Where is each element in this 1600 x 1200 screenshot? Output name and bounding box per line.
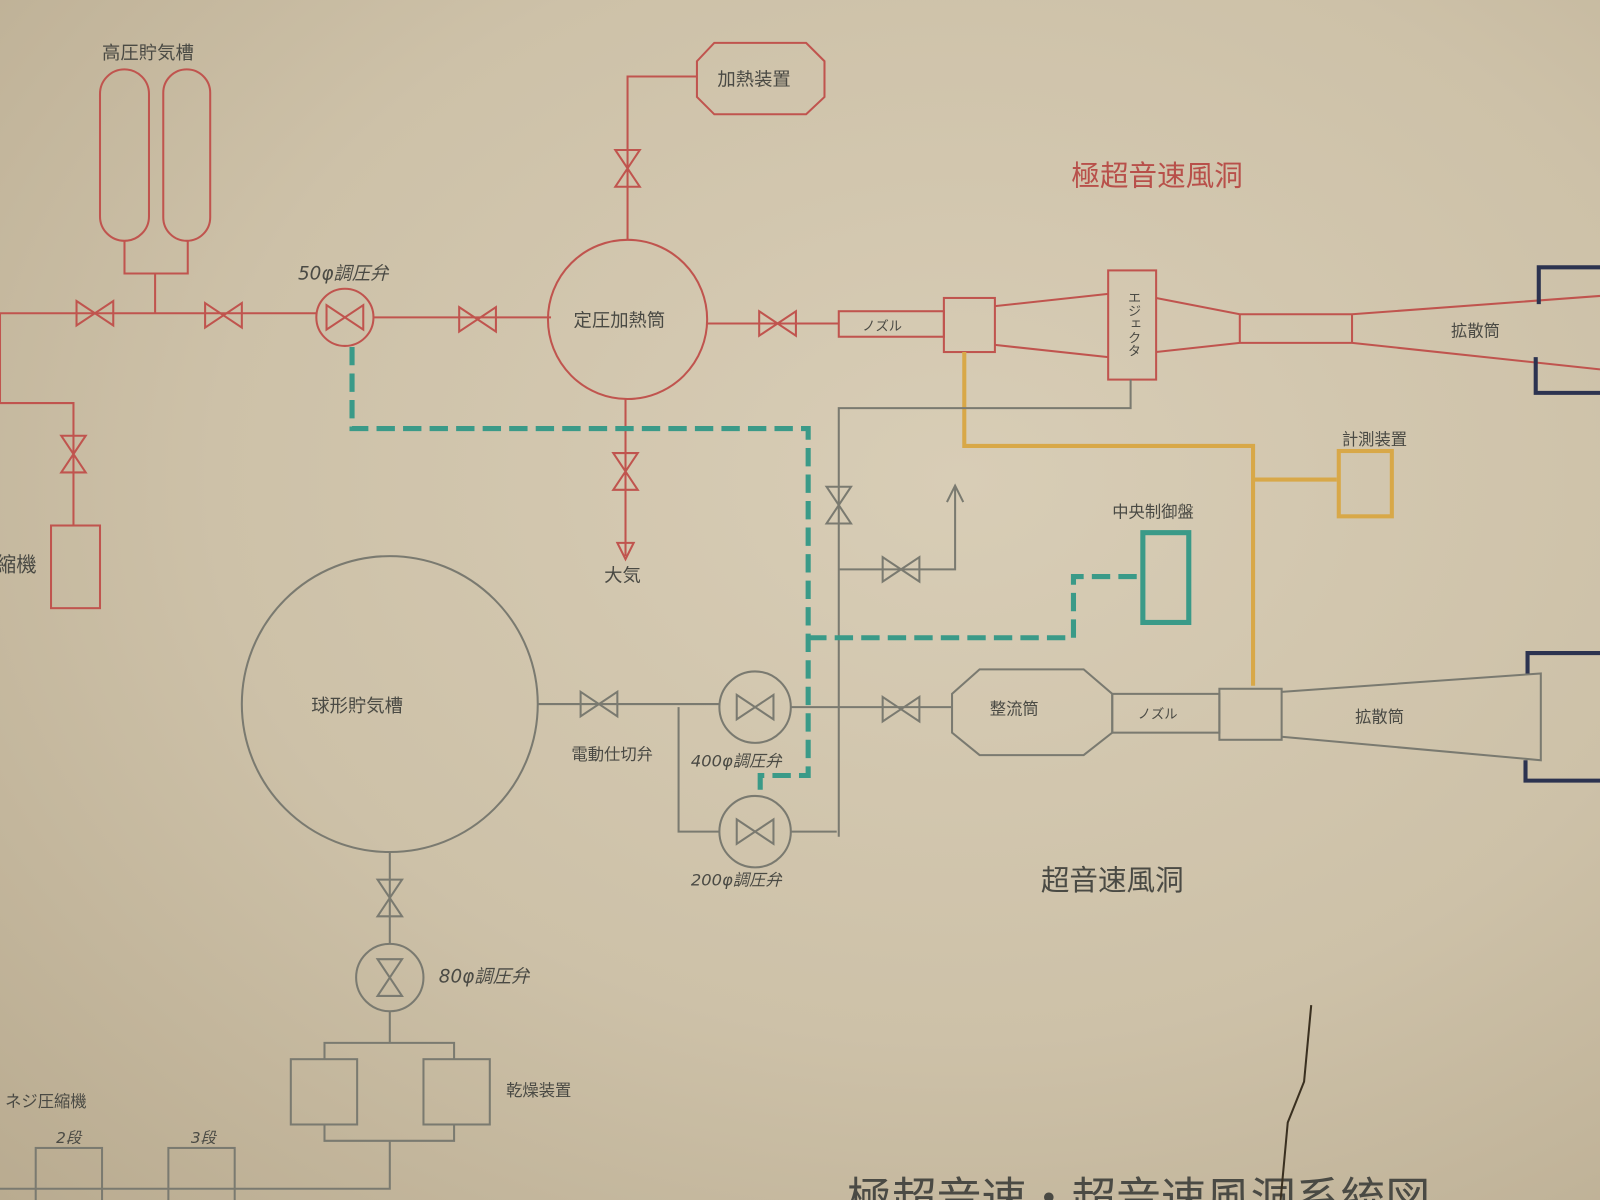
hypersonic-system xyxy=(0,41,1600,610)
label-motor-gate-valve: 電動仕切弁 xyxy=(571,745,653,764)
high-pressure-tank-1 xyxy=(98,68,150,242)
main-pipe-hypersonic xyxy=(0,312,839,325)
settling-chamber xyxy=(951,668,1114,757)
compressor-stage-3 xyxy=(167,1146,236,1200)
label-central-control: 中央制御盤 xyxy=(1112,502,1194,521)
diffuser-top xyxy=(1155,294,1600,371)
label-diffuser-top: 拡散筒 xyxy=(1451,322,1500,341)
label-heating-cylinder: 定圧加熱筒 xyxy=(573,311,665,332)
label-atmosphere: 大気 xyxy=(604,566,641,587)
regulator-valve-400-icon xyxy=(718,670,792,744)
label-stage-2: 2段 xyxy=(56,1129,83,1147)
vent-pipe xyxy=(615,398,636,562)
high-pressure-tank-2 xyxy=(162,68,212,242)
title-hypersonic: 極超音速風洞 xyxy=(1071,159,1242,193)
label-measurement: 計測装置 xyxy=(1342,430,1407,449)
label-compressor-partial: 縮機 xyxy=(0,552,37,576)
heater-pipe xyxy=(626,75,697,240)
compressor-stage-2 xyxy=(34,1146,104,1200)
label-valve-50: 50φ調圧弁 xyxy=(298,264,390,285)
measurement-line xyxy=(962,352,1337,686)
measurement-box xyxy=(1336,448,1394,519)
labels: 極超音速風洞 超音速風洞 極超音速・超音速風洞系統図 高圧貯気槽 加熱装置 50… xyxy=(0,43,1500,1200)
outlet-bracket-top xyxy=(1533,265,1600,395)
tank-manifold xyxy=(123,240,189,314)
measurement-lines xyxy=(962,352,1394,686)
valve-icon xyxy=(458,306,497,333)
cone xyxy=(994,292,1109,359)
control-lines xyxy=(349,346,1192,794)
valve-icon xyxy=(376,958,404,997)
ejector xyxy=(1107,269,1158,381)
valve-icon xyxy=(204,302,243,329)
control-line xyxy=(349,346,1141,794)
paper-crack xyxy=(1279,1005,1313,1200)
label-stage-3: 3段 xyxy=(191,1129,218,1147)
regulator-valve-200-icon xyxy=(718,794,792,869)
test-section-top xyxy=(942,296,996,354)
label-dryer: 乾燥装置 xyxy=(506,1081,571,1100)
valve-icon xyxy=(735,693,775,721)
label-ejector: エジェクタ xyxy=(1125,291,1140,358)
label-valve-200: 200φ調圧弁 xyxy=(691,871,783,890)
ejector-drive-pipe xyxy=(837,379,1132,837)
main-pipe-supersonic xyxy=(537,703,953,833)
outlet-bracket-bottom xyxy=(1523,651,1600,783)
heater-box xyxy=(695,41,826,116)
dryer-2 xyxy=(422,1058,491,1126)
label-valve-80: 80φ調圧弁 xyxy=(439,967,531,988)
regulator-valve-50-icon xyxy=(315,287,375,347)
title-supersonic: 超音速風洞 xyxy=(1041,863,1184,897)
label-valve-400: 400φ調圧弁 xyxy=(691,751,783,770)
label-heater: 加熱装置 xyxy=(717,70,790,91)
label-spherical-tank: 球形貯気槽 xyxy=(311,696,403,717)
label-nozzle-top: ノズル xyxy=(862,319,902,335)
label-high-pressure-tank: 高圧貯気槽 xyxy=(102,43,194,64)
compressor-box xyxy=(50,524,102,610)
bottom-title: 極超音速・超音速風洞系統図 xyxy=(847,1172,1430,1200)
label-screw-compressor: ネジ圧縮機 xyxy=(5,1092,87,1111)
label-diffuser-bottom: 拡散筒 xyxy=(1355,707,1404,726)
supersonic-system xyxy=(0,379,1600,1200)
valve-icon xyxy=(325,304,365,331)
valve-icon xyxy=(735,818,775,845)
label-nozzle-bottom: ノズル xyxy=(1138,706,1178,722)
regulator-valve-80-icon xyxy=(355,942,425,1013)
compressor-pipe xyxy=(0,313,75,526)
central-control-panel xyxy=(1140,530,1192,625)
dryer-1 xyxy=(289,1058,359,1126)
test-section-bottom xyxy=(1218,687,1283,741)
label-settling-chamber: 整流筒 xyxy=(990,699,1039,718)
diffuser-bottom xyxy=(1281,672,1542,762)
valve-icon xyxy=(881,695,921,723)
